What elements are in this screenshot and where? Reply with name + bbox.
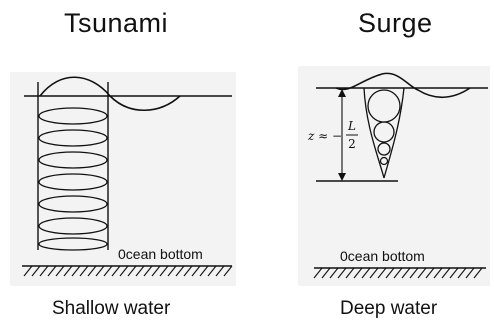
deep-water-caption: Deep water bbox=[340, 298, 437, 320]
surge-depth-formula-numerator: L bbox=[347, 119, 356, 133]
surge-depth-formula-denominator: 2 bbox=[348, 137, 356, 151]
surge-ocean-bottom-label: 0cean bottom bbox=[340, 248, 425, 264]
surge-panel: z ≈ − L 2 0cean bottom bbox=[298, 66, 490, 286]
surge-title: Surge bbox=[358, 8, 433, 39]
tsunami-panel: 0cean bottom bbox=[10, 72, 236, 286]
tsunami-ocean-bottom-label: 0cean bottom bbox=[118, 246, 203, 262]
tsunami-title: Tsunami bbox=[64, 8, 168, 39]
shallow-water-caption: Shallow water bbox=[52, 298, 170, 320]
surge-depth-formula-lhs: z ≈ − bbox=[307, 129, 342, 143]
